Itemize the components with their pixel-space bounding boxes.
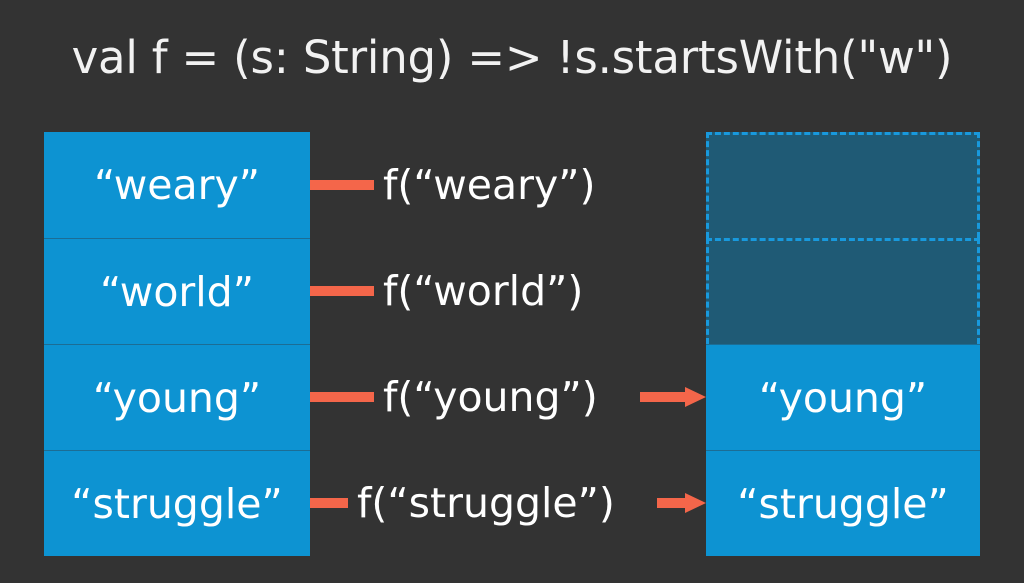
input-cell-2-label: “young” xyxy=(92,373,262,422)
predicate-call-row-2: f(“young”) xyxy=(0,344,1024,450)
connector-line-0 xyxy=(310,180,374,190)
predicate-call-row-0: f(“weary”) xyxy=(0,132,1024,238)
output-cell-2-label: “young” xyxy=(758,373,928,422)
predicate-call-row-3: f(“struggle”) xyxy=(0,450,1024,556)
predicate-call-label-0: f(“weary”) xyxy=(383,161,596,209)
pass-arrow-2-shaft xyxy=(640,392,685,402)
connector-line-3 xyxy=(310,498,348,508)
connector-line-2 xyxy=(310,392,374,402)
output-cell-1-filtered-out xyxy=(706,238,980,344)
input-cell-3-label: “struggle” xyxy=(71,479,283,528)
output-collection: “young” “struggle” xyxy=(706,132,980,556)
input-cell-0: “weary” xyxy=(44,132,310,238)
input-cell-0-label: “weary” xyxy=(93,161,261,209)
output-cell-2: “young” xyxy=(706,344,980,450)
pass-arrow-3 xyxy=(657,493,706,513)
predicate-call-label-3: f(“struggle”) xyxy=(357,479,615,527)
predicate-call-label-1: f(“world”) xyxy=(383,267,584,315)
input-collection: “weary” “world” “young” “struggle” xyxy=(44,132,310,556)
input-cell-2: “young” xyxy=(44,344,310,450)
pass-arrow-3-head xyxy=(685,493,706,513)
pass-arrow-2-head xyxy=(685,387,706,407)
input-cell-1-label: “world” xyxy=(100,267,254,316)
input-cell-3: “struggle” xyxy=(44,450,310,556)
output-cell-3-label: “struggle” xyxy=(737,479,949,528)
input-cell-1: “world” xyxy=(44,238,310,344)
predicate-call-label-2: f(“young”) xyxy=(383,373,598,421)
predicate-call-row-1: f(“world”) xyxy=(0,238,1024,344)
connector-line-1 xyxy=(310,286,374,296)
page-title: val f = (s: String) => !s.startsWith("w"… xyxy=(71,31,953,84)
output-cell-3: “struggle” xyxy=(706,450,980,556)
pass-arrow-3-shaft xyxy=(657,498,685,508)
pass-arrow-2 xyxy=(640,387,706,407)
output-cell-0-filtered-out xyxy=(706,132,980,238)
